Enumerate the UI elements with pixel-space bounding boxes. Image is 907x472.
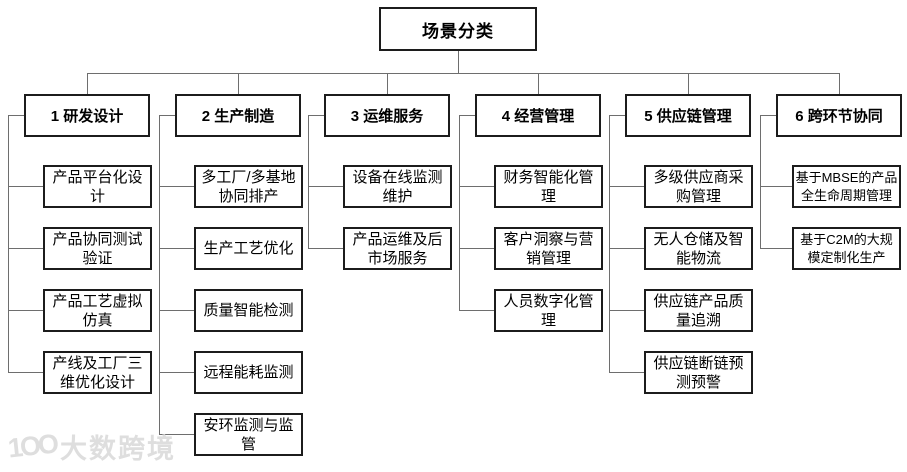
connector-line [308, 248, 343, 249]
connector-line [8, 310, 43, 311]
scenario-node: 多工厂/多基地协同排产 [194, 165, 303, 208]
category-node-cross-link-collab: 6 跨环节协同 [776, 94, 902, 137]
connector-line [238, 73, 239, 94]
scenario-node: 产品运维及后市场服务 [343, 227, 452, 270]
scenario-node: 产线及工厂三维优化设计 [43, 351, 152, 394]
connector-line [760, 115, 776, 116]
scenario-node: 产品协同测试验证 [43, 227, 152, 270]
scenario-node: 客户洞察与营销管理 [494, 227, 603, 270]
connector-line [159, 248, 194, 249]
category-node-operations-service: 3 运维服务 [324, 94, 450, 137]
connector-line [760, 115, 761, 249]
connector-line [159, 115, 175, 116]
connector-line [839, 73, 840, 94]
scenario-node: 多级供应商采购管理 [644, 165, 753, 208]
scenario-node: 供应链断链预测预警 [644, 351, 753, 394]
connector-line [609, 372, 644, 373]
connector-line [609, 310, 644, 311]
connector-line [87, 73, 840, 74]
connector-line [538, 73, 539, 94]
connector-line [688, 73, 689, 94]
scenario-node: 供应链产品质量追溯 [644, 289, 753, 332]
scenario-node: 设备在线监测维护 [343, 165, 452, 208]
root-node: 场景分类 [379, 7, 537, 51]
category-node-rd-design: 1 研发设计 [24, 94, 150, 137]
watermark: 1OO 大数跨境 [6, 424, 177, 468]
scenario-node: 基于MBSE的产品全生命周期管理 [792, 165, 901, 208]
connector-line [459, 186, 494, 187]
connector-line [8, 115, 9, 373]
category-node-business-management: 4 经营管理 [475, 94, 601, 137]
scenario-node: 无人仓储及智能物流 [644, 227, 753, 270]
connector-line [609, 186, 644, 187]
watermark-label: 大数跨境 [60, 433, 177, 464]
scenario-node: 产品工艺虚拟仿真 [43, 289, 152, 332]
connector-line [159, 434, 194, 435]
connector-line [459, 310, 494, 311]
connector-line [8, 115, 24, 116]
connector-line [760, 186, 792, 187]
scenario-node: 远程能耗监测 [194, 351, 303, 394]
scenario-node: 财务智能化管理 [494, 165, 603, 208]
connector-line [308, 115, 324, 116]
connector-line [458, 51, 459, 73]
connector-line [8, 248, 43, 249]
connector-line [159, 372, 194, 373]
connector-line [459, 115, 460, 311]
connector-line [459, 248, 494, 249]
connector-line [159, 115, 160, 435]
watermark-logo-icon: 1OO [6, 428, 58, 463]
scenario-node: 生产工艺优化 [194, 227, 303, 270]
connector-line [308, 115, 309, 249]
scenario-node: 人员数字化管理 [494, 289, 603, 332]
connector-line [159, 186, 194, 187]
connector-line [609, 115, 610, 373]
category-node-supply-chain: 5 供应链管理 [625, 94, 751, 137]
scenario-node: 质量智能检测 [194, 289, 303, 332]
connector-line [8, 186, 43, 187]
connector-line [87, 73, 88, 94]
connector-line [760, 248, 792, 249]
connector-line [387, 73, 388, 94]
scenario-node: 基于C2M的大规模定制化生产 [792, 227, 901, 270]
scenario-node: 安环监测与监管 [194, 413, 303, 456]
connector-line [459, 115, 475, 116]
category-node-manufacturing: 2 生产制造 [175, 94, 301, 137]
connector-line [609, 115, 625, 116]
connector-line [159, 310, 194, 311]
connector-line [609, 248, 644, 249]
connector-line [8, 372, 43, 373]
scenario-node: 产品平台化设计 [43, 165, 152, 208]
connector-line [308, 186, 343, 187]
